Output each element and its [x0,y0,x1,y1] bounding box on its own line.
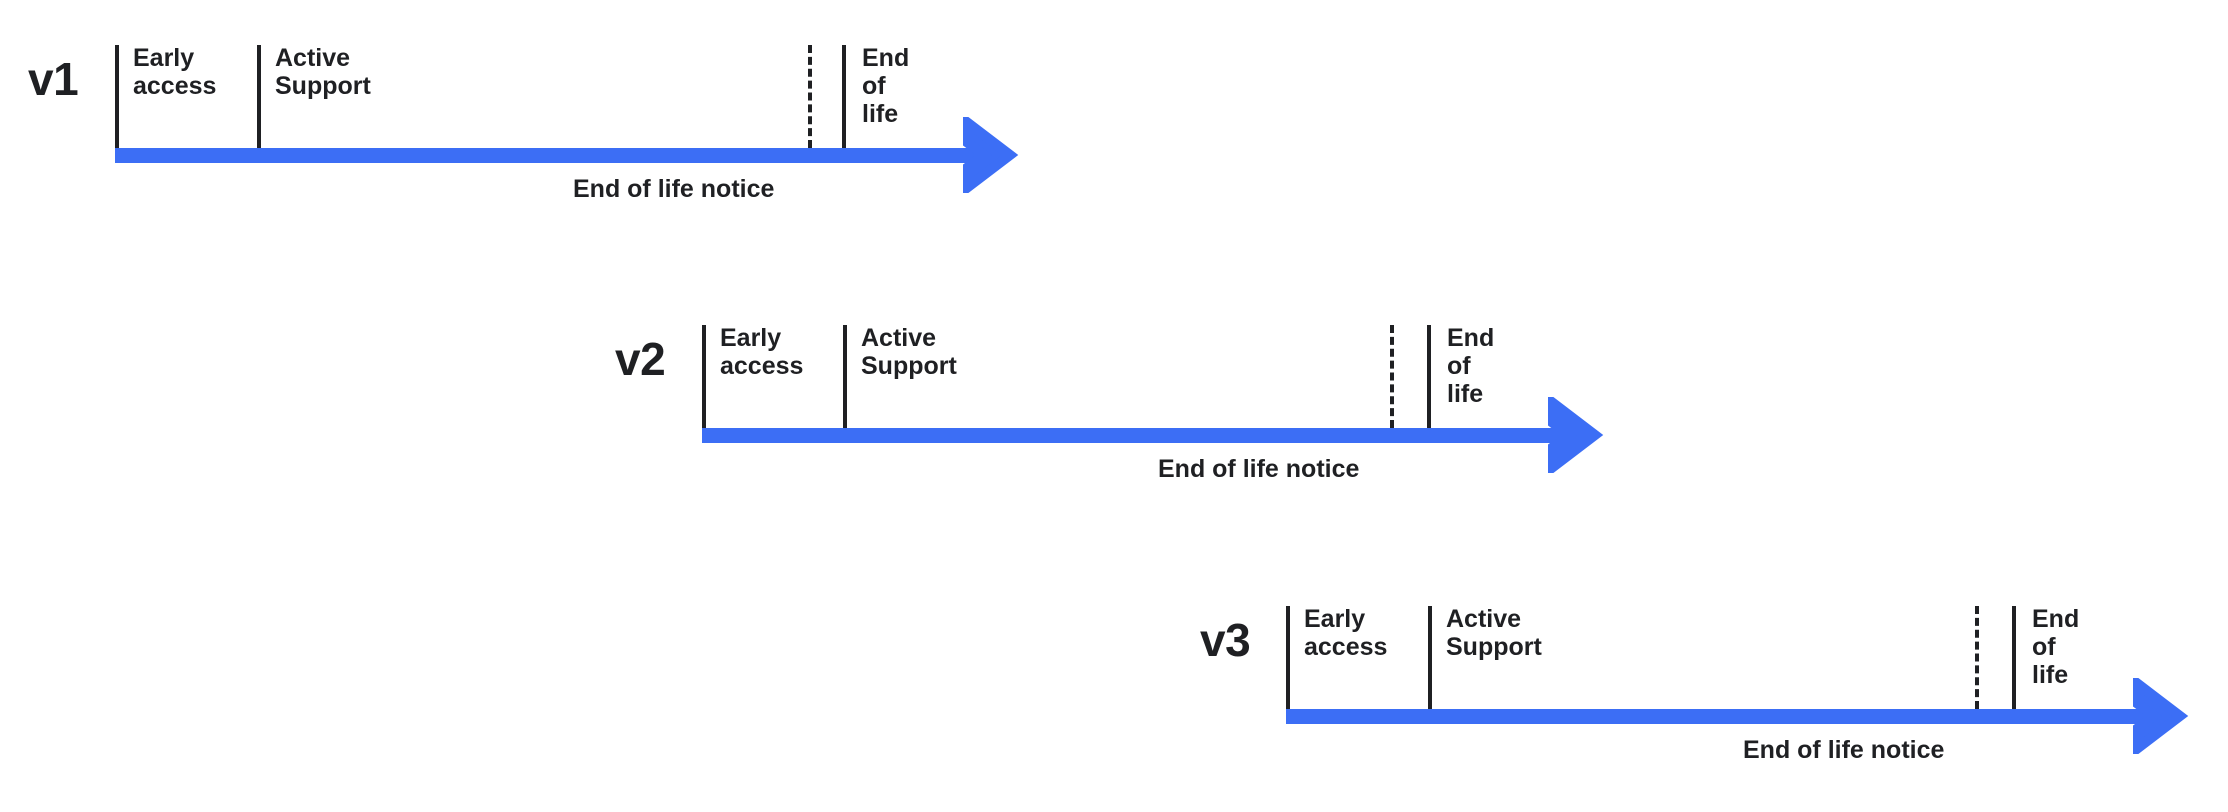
end-of-life-notice-label: End of life notice [1743,736,1945,764]
end-of-life-divider [1427,325,1431,428]
active-support-divider [1428,606,1432,709]
end-of-life-notice-divider [1390,325,1394,428]
timeline-bar [1286,709,2159,724]
end-of-life-notice-label: End of life notice [573,175,775,203]
arrow-right-icon [963,117,1019,193]
active-support-divider [257,45,261,148]
end-of-life-label: End of life [1447,324,1495,408]
end-of-life-divider [842,45,846,148]
end-of-life-divider [2012,606,2016,709]
active-support-label: Active Support [861,324,957,380]
end-of-life-notice-divider [808,45,812,148]
version-label-v1: v1 [28,53,79,105]
end-of-life-notice-label: End of life notice [1158,455,1360,483]
end-of-life-notice-divider [1975,606,1979,709]
track-start-divider [1286,606,1290,709]
early-access-label: Early access [1304,605,1388,661]
active-support-label: Active Support [1446,605,1542,661]
arrow-right-icon [1548,397,1604,473]
timeline-bar [702,428,1574,443]
early-access-label: Early access [133,44,217,100]
end-of-life-label: End of life [862,44,910,128]
version-label-v2: v2 [615,333,666,385]
track-start-divider [115,45,119,148]
end-of-life-label: End of life [2032,605,2080,689]
early-access-label: Early access [720,324,804,380]
active-support-label: Active Support [275,44,371,100]
arrow-right-icon [2133,678,2189,754]
track-start-divider [702,325,706,428]
timeline-bar [115,148,989,163]
version-label-v3: v3 [1200,614,1251,666]
active-support-divider [843,325,847,428]
